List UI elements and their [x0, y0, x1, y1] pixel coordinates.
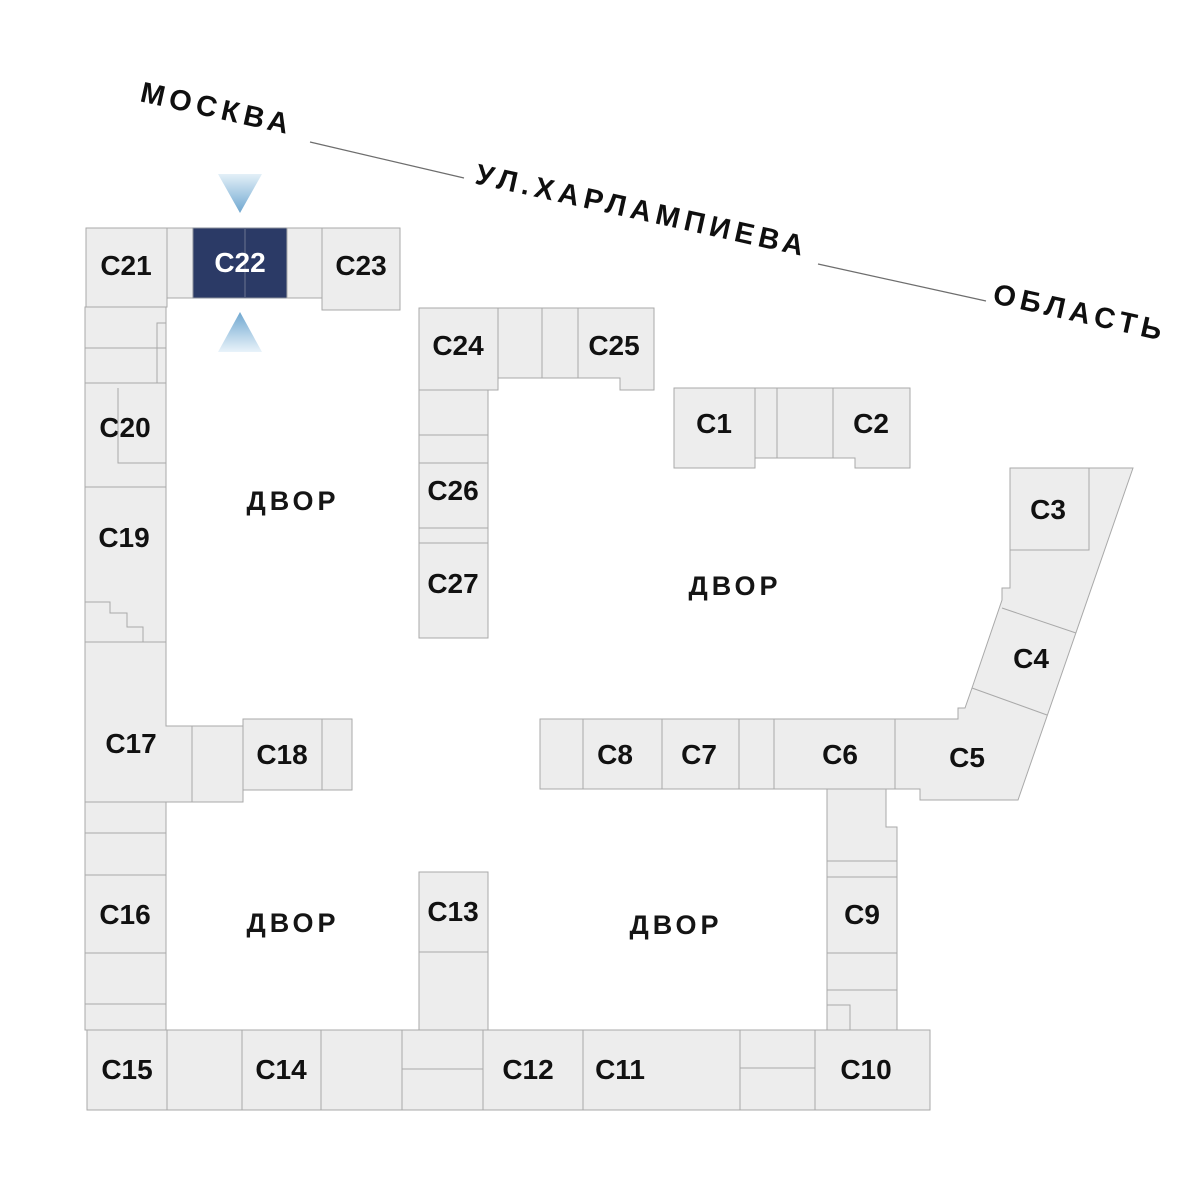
building-cell: [84, 1003, 167, 1031]
section-label: С11: [595, 1054, 645, 1085]
detail-line: [117, 388, 166, 464]
section-c22[interactable]: С22: [192, 227, 288, 299]
street-annotation: МОСКВА УЛ.ХАРЛАМПИЕВА ОБЛАСТЬ: [137, 77, 1169, 348]
building-cell: [84, 347, 167, 384]
building-cell: [541, 307, 579, 379]
section-label: С10: [840, 1054, 891, 1085]
section-label: С13: [427, 896, 478, 927]
section-c9[interactable]: С9: [844, 899, 880, 930]
section-label: С17: [105, 728, 156, 759]
section-label: С2: [853, 408, 889, 439]
section-c20[interactable]: С20: [84, 382, 167, 488]
entrance-arrow-up-icon: [218, 312, 262, 352]
section-c17[interactable]: С17: [84, 641, 193, 803]
section-label: С6: [822, 739, 858, 770]
section-label: С12: [502, 1054, 553, 1085]
courtyard-label-bottom-right: ДВОР: [629, 910, 722, 940]
building-cell: [166, 227, 194, 299]
section-label: С15: [101, 1054, 152, 1085]
street-label-moscow: МОСКВА: [137, 77, 296, 142]
detail-line: [156, 322, 166, 383]
section-c18[interactable]: С18: [242, 718, 323, 791]
section-label: С19: [98, 522, 149, 553]
street-label-kharlampieva: УЛ.ХАРЛАМПИЕВА: [472, 159, 811, 264]
courtyard-label-top-left: ДВОР: [246, 486, 339, 516]
courtyard-label-top-right: ДВОР: [688, 571, 781, 601]
building-cell: [166, 1029, 243, 1111]
street-leader-line-2: [817, 263, 987, 302]
building-cell: [401, 1029, 484, 1111]
section-c21[interactable]: С21: [85, 227, 168, 308]
building-cell: [754, 387, 778, 459]
section-c16[interactable]: С16: [84, 874, 167, 954]
section-c1[interactable]: С1: [673, 387, 756, 469]
detail-line: [1001, 607, 1077, 634]
building-cell: [286, 227, 323, 299]
section-c24[interactable]: С24: [418, 307, 499, 391]
building-cell: [418, 951, 489, 1031]
section-label: С8: [597, 739, 633, 770]
building-cell: [738, 718, 775, 790]
building-strip-right: [894, 467, 1134, 801]
section-label: С7: [681, 739, 717, 770]
street-leader-line-1: [309, 141, 465, 179]
building-cell: [84, 832, 167, 876]
street-label-oblast: ОБЛАСТЬ: [990, 278, 1170, 348]
section-label: С23: [335, 250, 386, 281]
section-label: С25: [588, 330, 639, 361]
building-cell: [84, 801, 167, 834]
building-cell: [191, 725, 244, 803]
detail-line: [827, 1004, 851, 1030]
section-label: С3: [1030, 494, 1066, 525]
section-c2[interactable]: С2: [832, 387, 911, 469]
section-label: С24: [432, 330, 484, 361]
section-c6[interactable]: С6: [773, 718, 896, 790]
section-c10[interactable]: С10: [814, 1029, 931, 1111]
section-label: С1: [696, 408, 732, 439]
section-label: С22: [214, 247, 265, 278]
building-cell: [418, 434, 489, 464]
section-c7[interactable]: С7: [661, 718, 740, 790]
building-cell: [497, 307, 543, 379]
courtyard-label-bottom-left: ДВОР: [246, 908, 339, 938]
building-cell: [418, 527, 489, 544]
building-cell: [84, 952, 167, 1005]
section-label: С18: [256, 739, 307, 770]
section-c13[interactable]: С13: [418, 871, 489, 953]
section-label: С16: [99, 899, 150, 930]
section-c5[interactable]: С5: [949, 742, 985, 773]
entrance-arrow-down-icon: [218, 174, 262, 213]
section-c4[interactable]: С4: [1013, 643, 1049, 674]
section-label: С26: [427, 475, 478, 506]
section-c27[interactable]: С27: [418, 542, 489, 639]
section-c14[interactable]: С14: [241, 1029, 322, 1111]
building-cell: [320, 1029, 403, 1111]
section-c25[interactable]: С25: [577, 307, 655, 391]
building-cell: [418, 389, 489, 436]
section-label: С27: [427, 568, 478, 599]
building-cell: [739, 1029, 816, 1111]
section-c12[interactable]: С12: [482, 1029, 584, 1111]
section-label: С21: [100, 250, 151, 281]
section-label: С20: [99, 412, 150, 443]
building-cell: [539, 718, 584, 790]
detail-line: [971, 687, 1048, 716]
section-c26[interactable]: С26: [418, 462, 489, 529]
section-c23[interactable]: С23: [321, 227, 401, 311]
section-c8[interactable]: С8: [582, 718, 663, 790]
section-c3[interactable]: С3: [1009, 467, 1090, 551]
section-c11[interactable]: С11: [582, 1029, 741, 1111]
section-c15[interactable]: С15: [86, 1029, 168, 1111]
building-cell: [321, 718, 353, 791]
detail-line: [85, 601, 166, 643]
building-cell: [776, 387, 834, 459]
section-c19[interactable]: С19: [84, 486, 167, 643]
building-cell: [84, 306, 167, 349]
section-label: С14: [255, 1054, 307, 1085]
